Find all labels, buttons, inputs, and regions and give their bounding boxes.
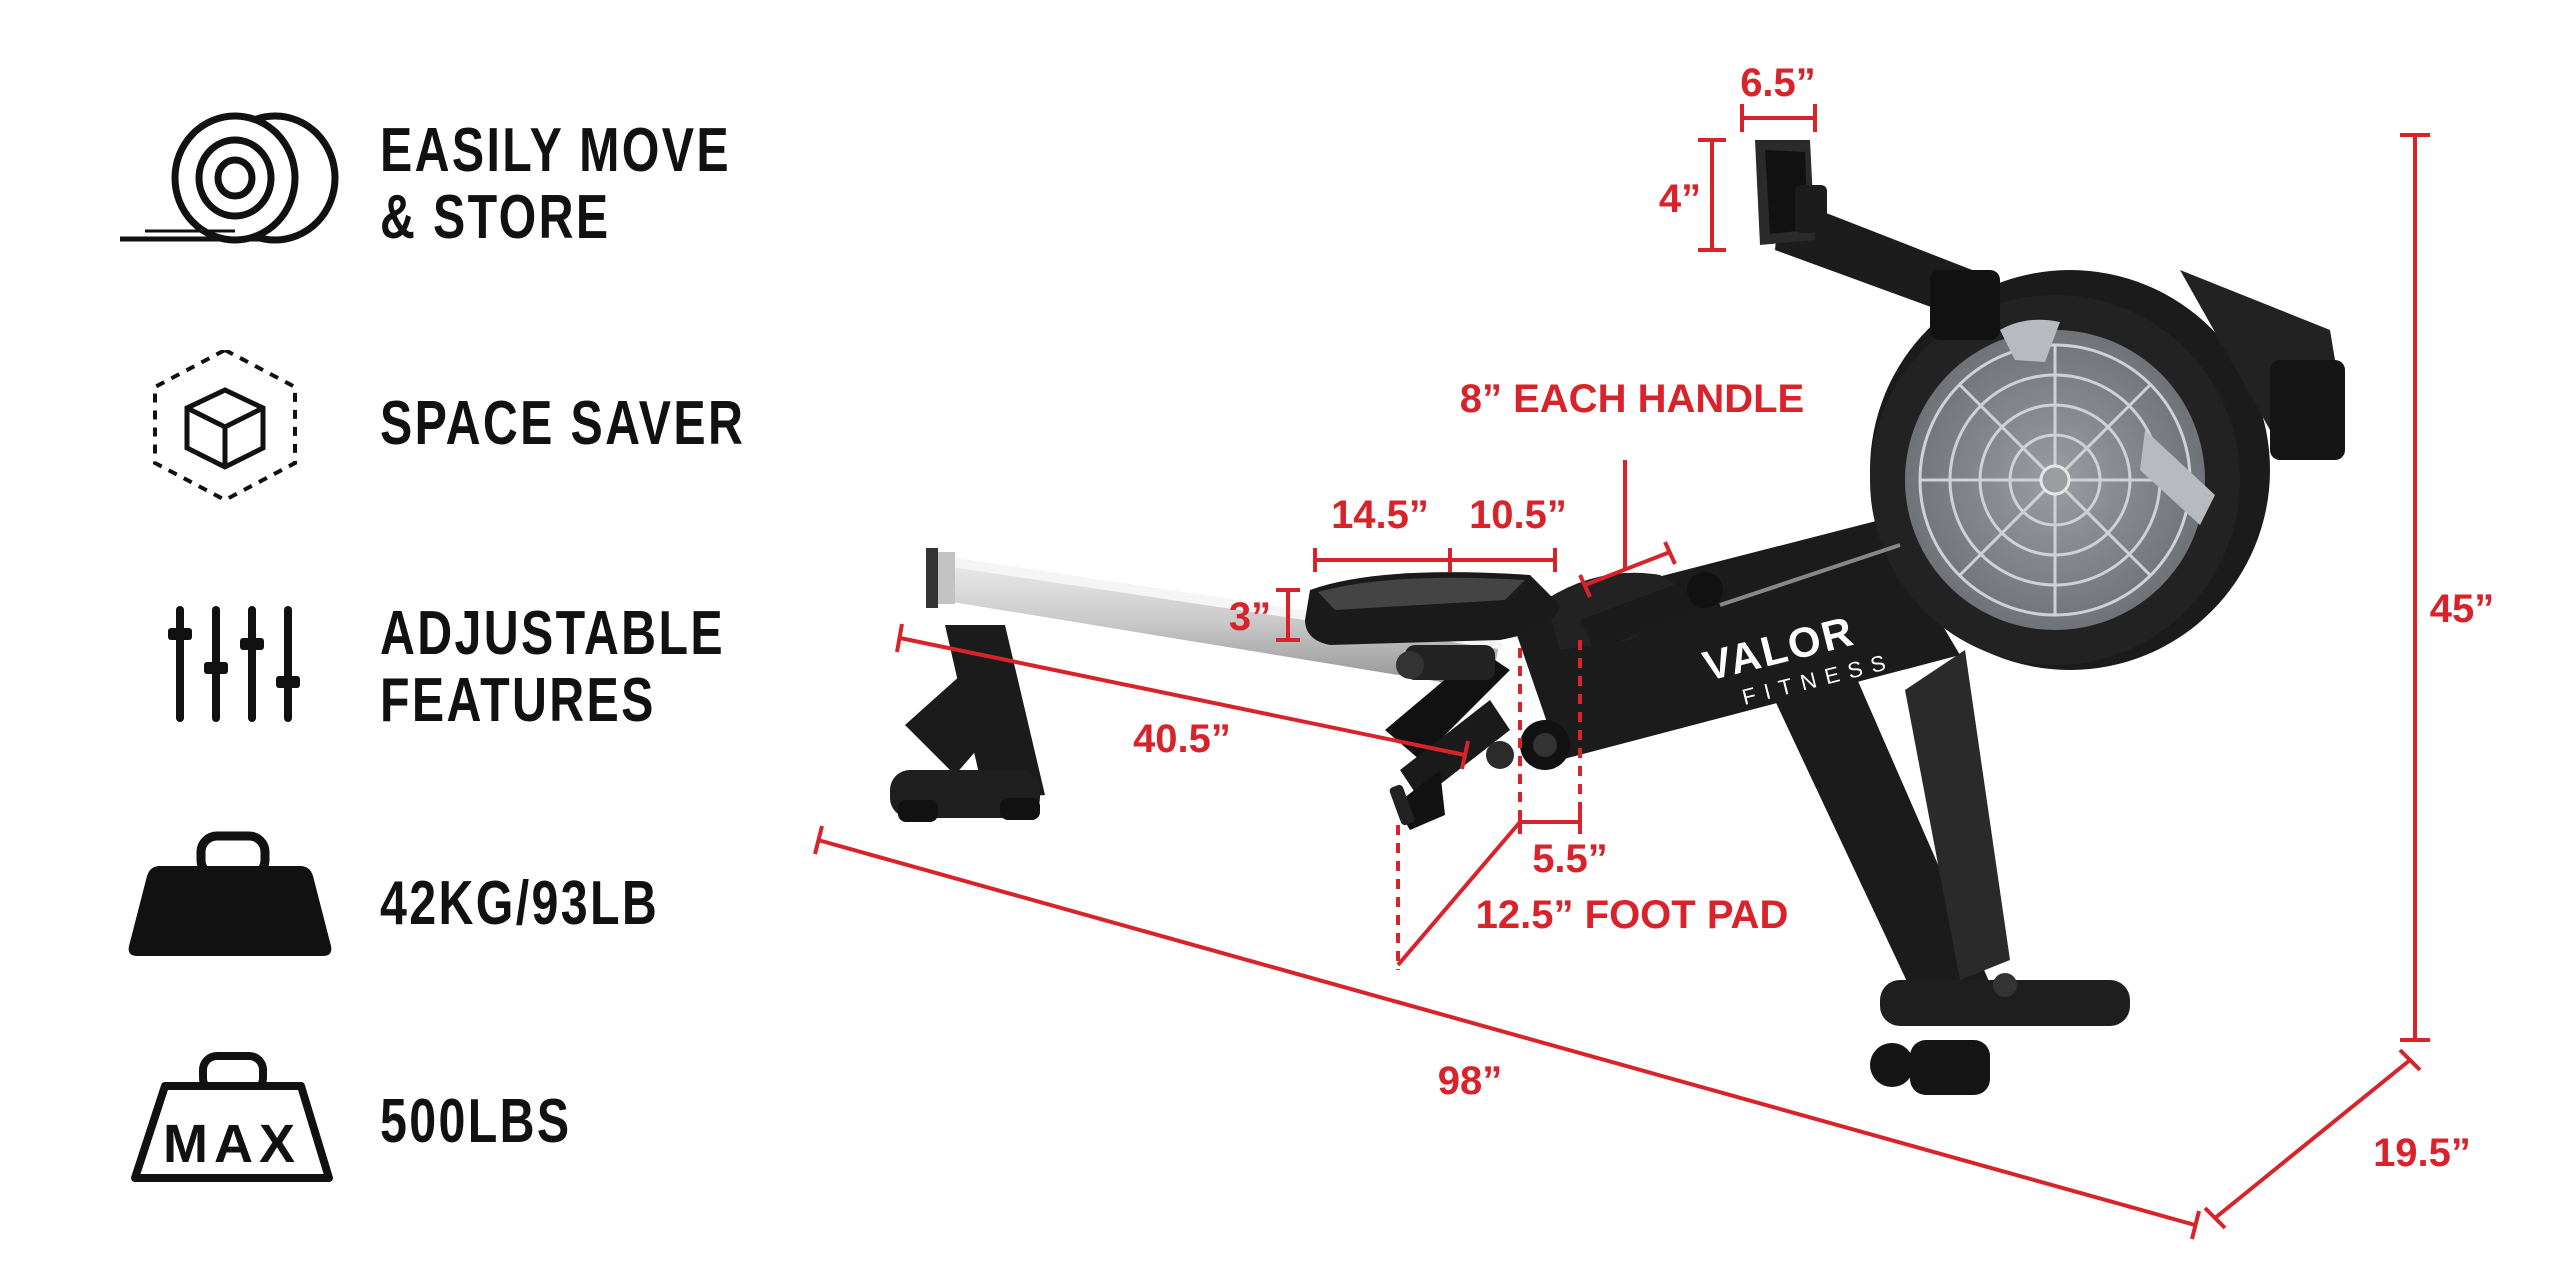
feature-line: FEATURES [380, 666, 656, 735]
dim-foot-gap: 5.5” [1532, 837, 1608, 881]
feature-line: ADJUSTABLE [380, 599, 725, 668]
dim-monitor-width: 6.5” [1740, 61, 1816, 105]
rear-frame [1510, 520, 2130, 1095]
tape-roll-icon [120, 112, 339, 244]
dimension-lines [813, 104, 2430, 1240]
feature-line: EASILY MOVE [380, 116, 731, 185]
seat [1305, 572, 1560, 680]
feature-text: ADJUSTABLE FEATURES [380, 600, 725, 734]
front-leg [890, 625, 1045, 822]
dim-monitor-height: 4” [1659, 177, 1701, 221]
weight-icon [128, 831, 332, 956]
flywheel [1870, 270, 2345, 670]
adjustable-sliders-icon [168, 606, 300, 722]
feature-text: 500LBS [380, 1088, 571, 1155]
max-label: MAX [163, 1114, 301, 1174]
feature-text: 42KG/93LB [380, 870, 659, 937]
feature-line: 500LBS [380, 1087, 572, 1156]
dim-seat-length: 14.5” [1331, 493, 1429, 537]
dim-foot-pad: 12.5” FOOT PAD [1476, 893, 1789, 937]
feature-text: EASILY MOVE & STORE [380, 117, 731, 251]
feature-easily-move: EASILY MOVE & STORE [0, 110, 900, 260]
feature-text: SPACE SAVER [380, 390, 745, 457]
feature-line: SPACE SAVER [380, 389, 746, 458]
feature-adjustable: ADJUSTABLE FEATURES [0, 600, 900, 740]
feature-weight: 42KG/93LB [0, 830, 900, 960]
max-weight-icon: MAX [131, 1052, 333, 1182]
monitor [1755, 140, 2000, 340]
3d-cube-icon [153, 350, 297, 500]
feature-list: EASILY MOVE & STORE SPACE SAVER [0, 0, 900, 1280]
dim-seat-width: 10.5” [1469, 493, 1567, 537]
feature-space-saver: SPACE SAVER [0, 350, 900, 500]
feature-line: & STORE [380, 183, 611, 252]
dimension-labels: 6.5” 4” 8” EACH HANDLE 14.5” 10.5” 3” 40… [1133, 61, 2494, 1175]
dim-seat-height: 3” [1229, 595, 1271, 639]
rowing-machine: VALOR FITNESS [890, 140, 2345, 1095]
dim-rail-length: 40.5” [1133, 717, 1231, 761]
handle [1580, 543, 1901, 650]
feature-line: 42KG/93LB [380, 869, 660, 938]
dim-total-width: 19.5” [2373, 1131, 2471, 1175]
dim-total-length: 98” [1438, 1059, 1503, 1103]
dim-handle: 8” EACH HANDLE [1460, 377, 1804, 421]
feature-max-weight: MAX 500LBS [0, 1050, 900, 1190]
dim-total-height: 45” [2430, 587, 2495, 631]
